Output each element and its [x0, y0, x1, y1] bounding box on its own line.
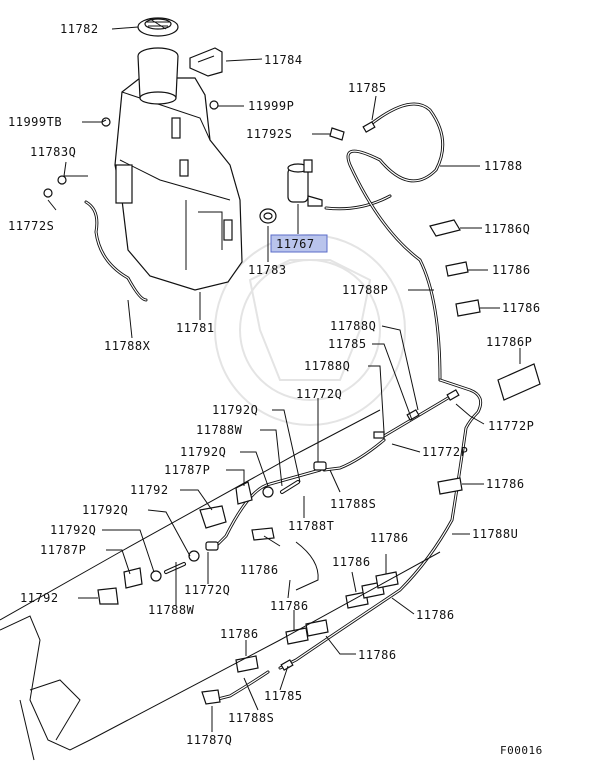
callout-11792q-c[interactable]: 11792Q: [82, 503, 128, 517]
callout-11788p[interactable]: 11788P: [342, 283, 388, 297]
callout-11785-top[interactable]: 11785: [348, 81, 387, 95]
callout-11786-i[interactable]: 11786: [220, 627, 259, 641]
small-bolts: [43, 100, 345, 198]
callout-11782[interactable]: 11782: [60, 22, 99, 36]
callout-11999p[interactable]: 11999P: [248, 99, 294, 113]
callout-11788w-a[interactable]: 11788W: [196, 423, 243, 437]
callout-11786-h[interactable]: 11786: [416, 608, 455, 622]
callout-11785-mid[interactable]: 11785: [328, 337, 367, 351]
pump-grommet[interactable]: [259, 208, 277, 224]
callout-11788q-b[interactable]: 11788Q: [304, 359, 350, 373]
callout-11787p-a[interactable]: 11787P: [164, 463, 210, 477]
callout-11786-c[interactable]: 11786: [486, 477, 525, 491]
callout-11786-b[interactable]: 11786: [502, 301, 541, 315]
callout-11788x[interactable]: 11788X: [104, 339, 151, 353]
callout-11787p-b[interactable]: 11787P: [40, 543, 86, 557]
callout-11792q-a[interactable]: 11792Q: [212, 403, 258, 417]
callout-11788q-a[interactable]: 11788Q: [330, 319, 376, 333]
figure-code: F00016: [500, 744, 543, 757]
callout-11786q[interactable]: 11786Q: [484, 222, 530, 236]
callout-11786-e[interactable]: 11786: [332, 555, 371, 569]
callout-11783q[interactable]: 11783Q: [30, 145, 76, 159]
callout-11792q-b[interactable]: 11792Q: [180, 445, 226, 459]
callout-11784[interactable]: 11784: [264, 53, 303, 67]
callout-11786-j[interactable]: 11786: [358, 648, 397, 662]
callout-11792s[interactable]: 11792S: [246, 127, 292, 141]
callout-11772p-a[interactable]: 11772P: [488, 419, 534, 433]
callout-11786-f[interactable]: 11786: [240, 563, 279, 577]
callout-11772s[interactable]: 11772S: [8, 219, 54, 233]
callout-11788-top[interactable]: 11788: [484, 159, 523, 173]
tank-bracket[interactable]: [189, 47, 223, 77]
callout-11786-d[interactable]: 11786: [370, 531, 409, 545]
vehicle-body-outline: [0, 409, 441, 761]
callout-11788u[interactable]: 11788U: [472, 527, 518, 541]
callout-11767[interactable]: 11767: [276, 237, 315, 251]
washer-pump[interactable]: [287, 159, 323, 207]
callout-11792-b[interactable]: 11792: [20, 591, 59, 605]
callout-11772q-b[interactable]: 11772Q: [184, 583, 230, 597]
callout-11792-a[interactable]: 11792: [130, 483, 169, 497]
callout-11788t[interactable]: 11788T: [288, 519, 334, 533]
callout-11787q[interactable]: 11787Q: [186, 733, 232, 747]
callout-11999tb[interactable]: 11999TB: [8, 115, 62, 129]
callout-11792q-d[interactable]: 11792Q: [50, 523, 96, 537]
callout-11786-g[interactable]: 11786: [270, 599, 309, 613]
callout-11785-bot[interactable]: 11785: [264, 689, 303, 703]
callout-11772p-b[interactable]: 11772P: [422, 445, 468, 459]
tape-stickers: [235, 219, 541, 673]
callout-11786-a[interactable]: 11786: [492, 263, 531, 277]
connectors-and-nozzles: [97, 121, 460, 705]
callout-11783[interactable]: 11783: [248, 263, 287, 277]
callout-11788s-b[interactable]: 11788S: [228, 711, 274, 725]
highlighted-part-box: [270, 234, 328, 253]
callout-11788s-a[interactable]: 11788S: [330, 497, 376, 511]
part-callouts: 11782 11784 11999P 11999TB 11785 11792S …: [8, 22, 541, 747]
callout-11781[interactable]: 11781: [176, 321, 215, 335]
callout-11772q-a[interactable]: 11772Q: [296, 387, 342, 401]
filler-cap[interactable]: [137, 17, 179, 37]
filler-neck[interactable]: [137, 47, 179, 105]
callout-11788w-b[interactable]: 11788W: [148, 603, 195, 617]
callout-11786p[interactable]: 11786P: [486, 335, 532, 349]
leader-lines: [47, 26, 521, 732]
washer-reservoir-tank[interactable]: [114, 77, 243, 291]
